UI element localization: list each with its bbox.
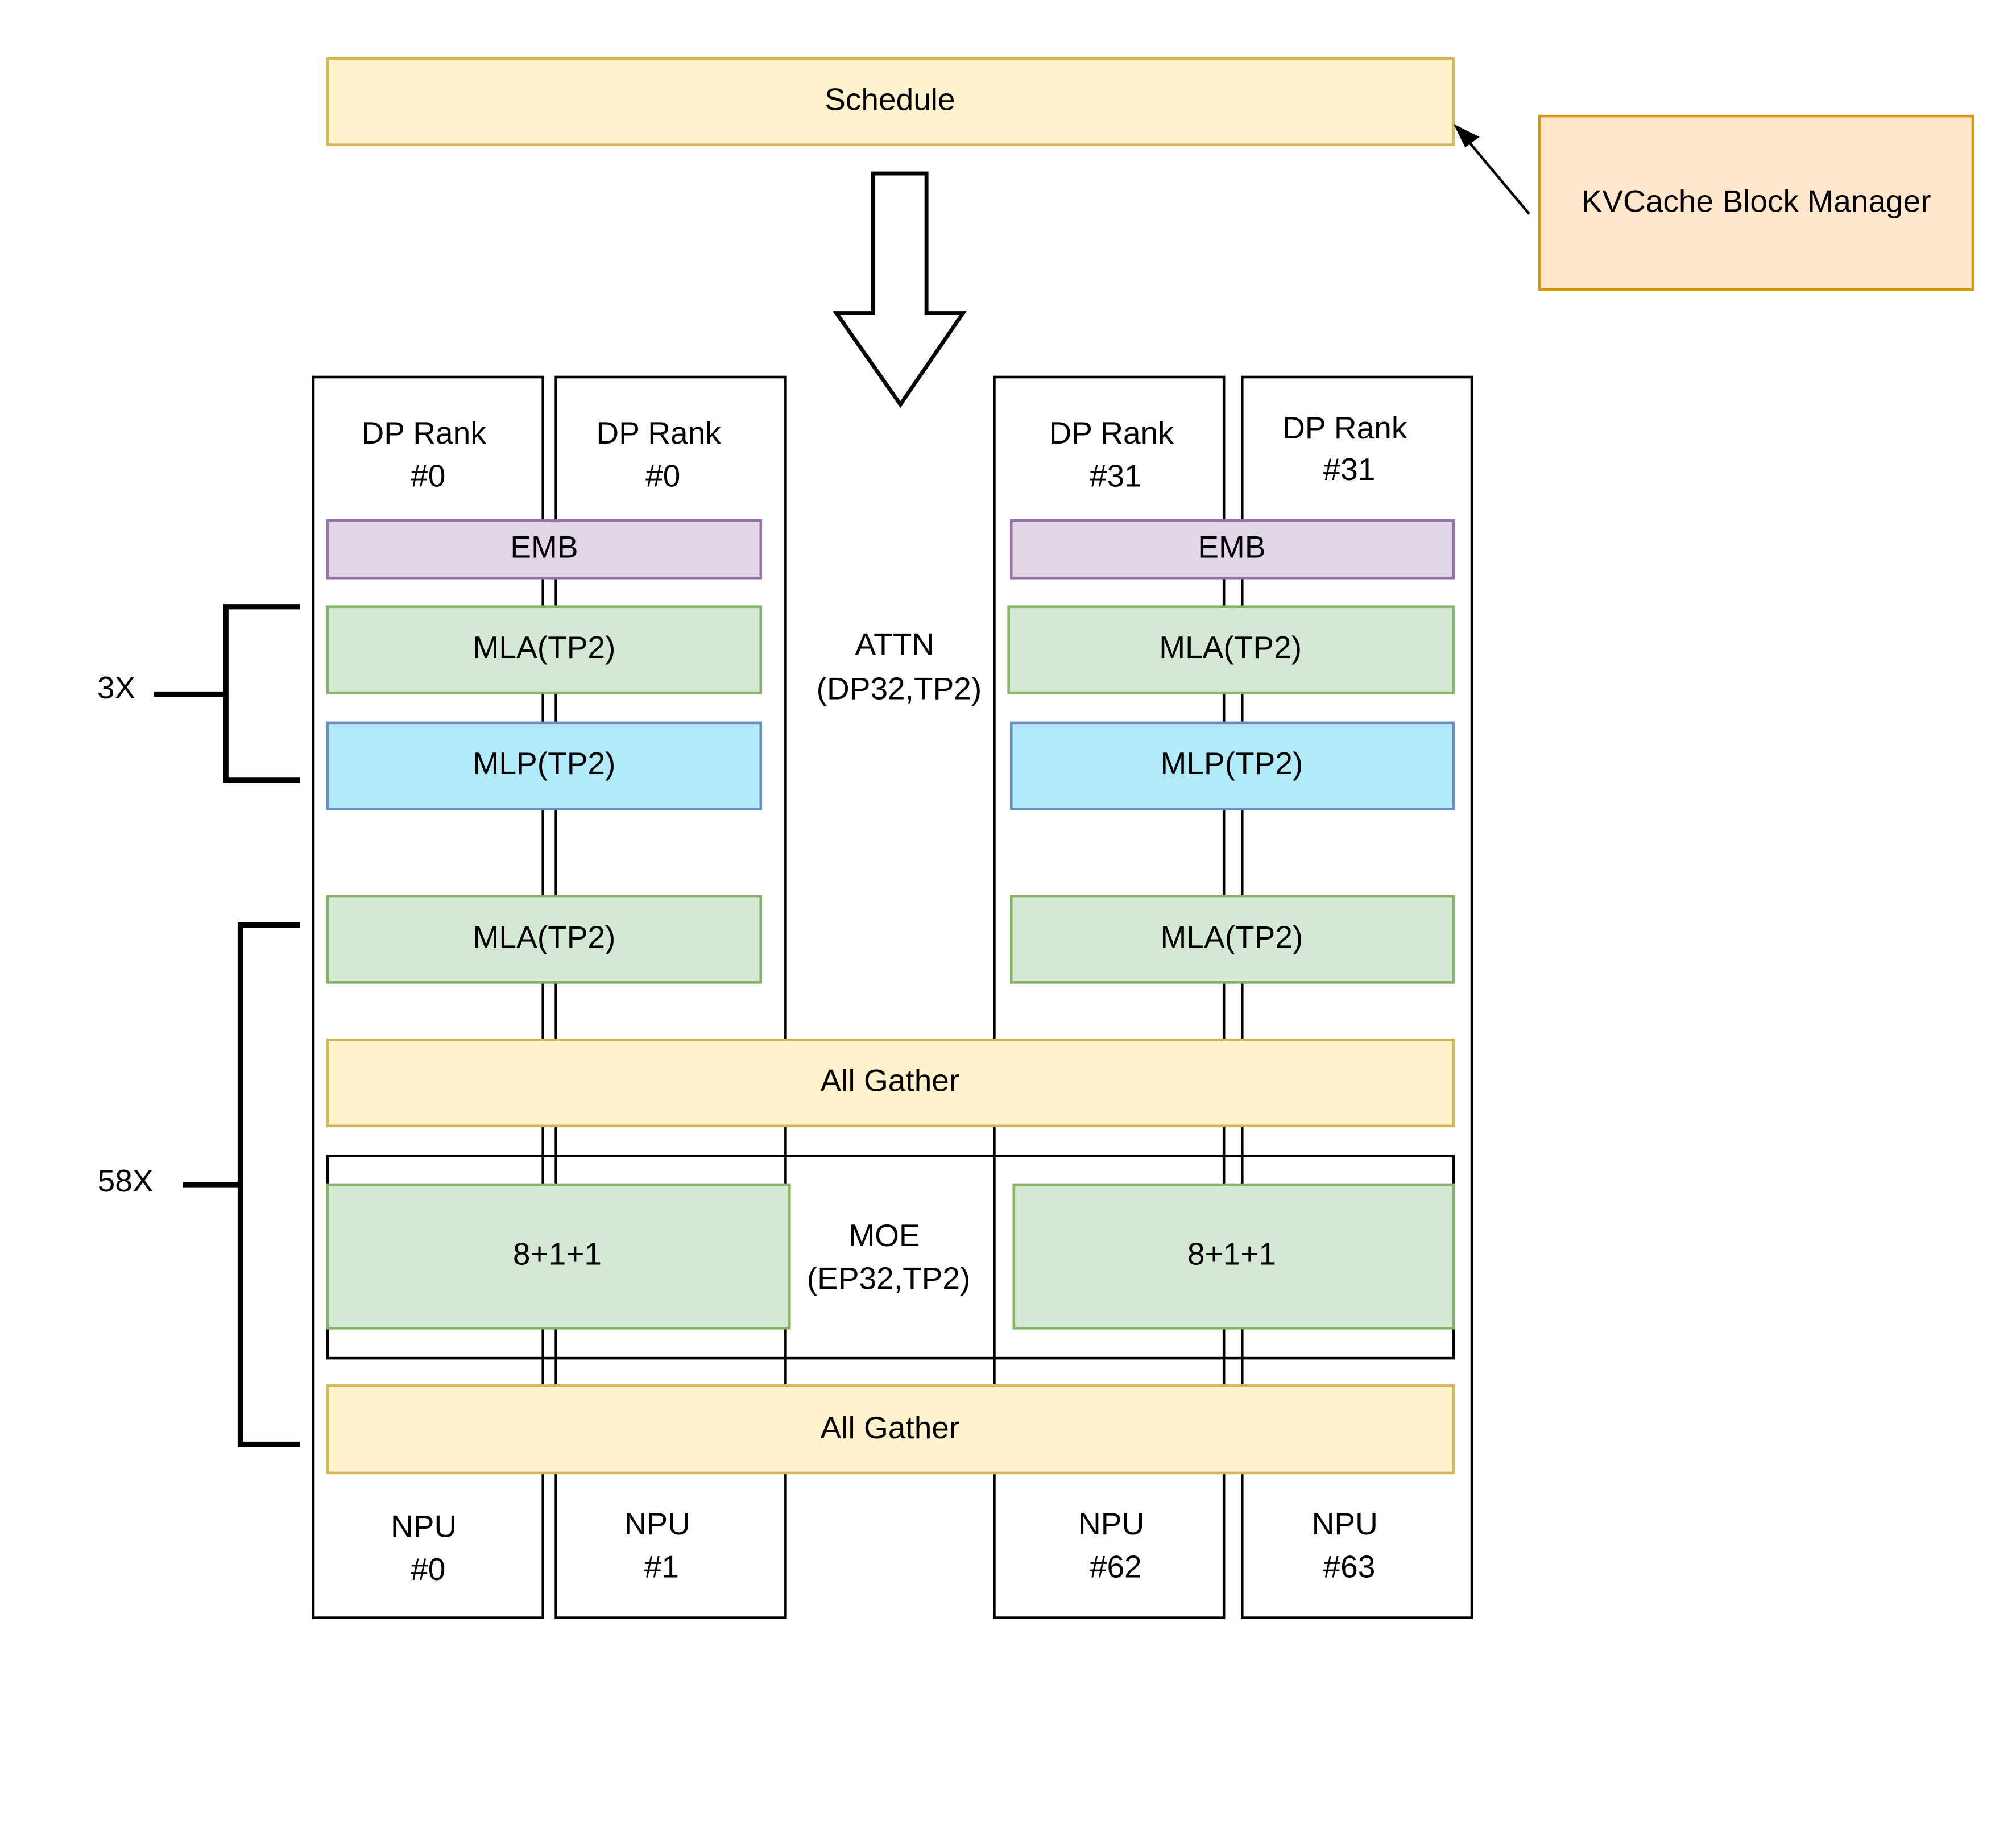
kvcache-block-manager-box <box>1538 114 1974 291</box>
dp-rank-label-62: DP Rank #31 <box>1049 415 1182 494</box>
mlp-label-right: MLP(TP2) <box>1161 746 1303 781</box>
experts-block-right <box>1012 1183 1455 1330</box>
schedule-box <box>326 57 1455 146</box>
mla-moe-block-left <box>326 895 763 984</box>
schedule-down-arrow <box>833 171 967 408</box>
mla-dense-block-left <box>326 605 763 694</box>
npu-column-0 <box>312 375 544 1619</box>
all-gather-label-2: All Gather <box>821 1410 960 1445</box>
emb-label-left: EMB <box>510 529 578 564</box>
mlp-block-left <box>326 721 763 810</box>
npu-label-1: NPU #1 <box>624 1506 699 1584</box>
mla-moe-label-left: MLA(TP2) <box>473 919 616 954</box>
npu-column-63 <box>1240 375 1473 1619</box>
npu-column-1 <box>554 375 787 1619</box>
mla-dense-block-right <box>1007 605 1455 694</box>
mla-moe-label-right: MLA(TP2) <box>1161 919 1303 954</box>
moe-label: MOE (EP32,TP2) <box>807 1218 971 1296</box>
experts-label-left: 8+1+1 <box>513 1236 602 1272</box>
npu-label-62: NPU #62 <box>1078 1506 1153 1584</box>
emb-block-right <box>1009 519 1455 580</box>
mlp-label-left: MLP(TP2) <box>473 746 616 781</box>
mla-moe-block-right <box>1009 895 1455 984</box>
emb-label-right: EMB <box>1198 529 1265 564</box>
moe-repeat-label: 58X <box>98 1163 154 1198</box>
experts-label-right: 8+1+1 <box>1187 1236 1276 1272</box>
npu-column-62 <box>993 375 1226 1619</box>
moe-repeat-bracket <box>183 922 300 1447</box>
kvcache-to-schedule-arrow <box>1453 123 1530 215</box>
kvcache-block-manager-label: KVCache Block Manager <box>1582 183 1931 218</box>
dp-rank-label-1: DP Rank #0 <box>596 415 730 494</box>
all-gather-block-2 <box>326 1384 1455 1475</box>
schedule-label: Schedule <box>825 81 955 117</box>
emb-block-left <box>326 519 763 580</box>
dp-rank-label-0: DP Rank #0 <box>362 415 495 494</box>
mla-dense-label-left: MLA(TP2) <box>473 630 616 665</box>
all-gather-block-1 <box>326 1039 1455 1128</box>
npu-label-63: NPU #63 <box>1312 1506 1387 1584</box>
npu-label-0: NPU #0 <box>391 1508 466 1587</box>
dense-repeat-bracket <box>154 604 300 783</box>
dense-repeat-label: 3X <box>97 670 135 705</box>
mlp-block-right <box>1009 721 1455 810</box>
experts-block-left <box>326 1183 791 1330</box>
attn-label: ATTN (DP32,TP2) <box>817 627 982 706</box>
mla-dense-label-right: MLA(TP2) <box>1159 630 1302 665</box>
dp-rank-label-63: DP Rank #31 <box>1282 410 1416 487</box>
all-gather-label-1: All Gather <box>821 1063 960 1098</box>
